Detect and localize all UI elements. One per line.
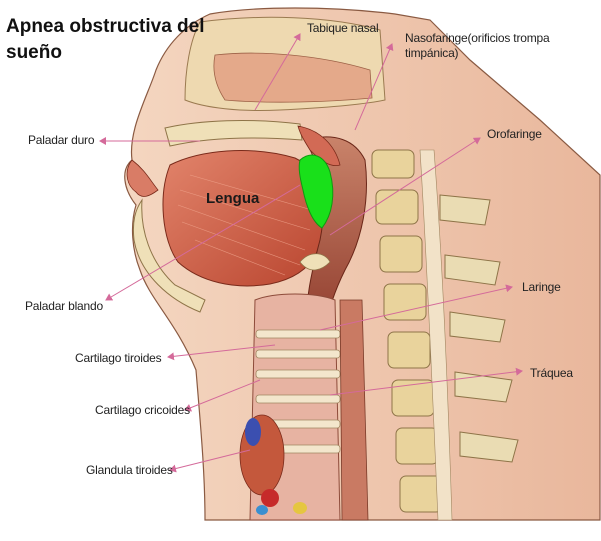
leader-glandula-tiroides xyxy=(169,449,251,473)
label-nasofaringe: Nasofaringe(orificios trompa timpánica) xyxy=(405,31,550,60)
leader-nasofaringe xyxy=(354,43,394,131)
airway-obstruction xyxy=(298,154,334,229)
spinal-cord xyxy=(419,149,453,521)
label-traquea: Tráquea xyxy=(530,366,573,380)
leader-paladar-blando xyxy=(105,184,301,301)
label-laringe: Laringe xyxy=(522,280,561,294)
leader-traquea xyxy=(329,367,523,396)
label-paladar-blando: Paladar blando xyxy=(25,299,103,313)
nasal-cavity xyxy=(213,52,373,103)
label-cartilago-cricoides: Cartilago cricoides xyxy=(95,403,190,417)
epiglottis xyxy=(299,253,331,271)
lips xyxy=(126,159,159,197)
vessel-red xyxy=(261,489,279,507)
esophagus xyxy=(339,299,369,521)
vessel-blue-small xyxy=(256,505,268,515)
cervical-spine xyxy=(371,149,443,513)
leader-laringe xyxy=(319,284,513,331)
leader-tabique xyxy=(254,33,301,111)
leader-cartilago-cricoides xyxy=(184,379,261,412)
soft-palate xyxy=(297,125,341,167)
leader-orofaringe xyxy=(329,137,481,236)
label-tabique-nasal: Tabique nasal xyxy=(307,21,379,35)
label-paladar-duro: Paladar duro xyxy=(28,133,95,147)
leader-lines xyxy=(99,33,523,473)
mandible xyxy=(132,198,206,313)
label-orofaringe: Orofaringe xyxy=(487,127,542,141)
leader-cartilago-tiroides xyxy=(167,344,276,361)
diagram-title: Apnea obstructiva del sueño xyxy=(6,16,205,63)
tongue-label: Lengua xyxy=(206,190,260,207)
vessel-yellow xyxy=(293,502,307,514)
tongue-fibers xyxy=(177,174,313,276)
label-glandula-tiroides: Glandula tiroides xyxy=(86,463,173,477)
spinal-processes xyxy=(439,194,519,463)
vein-blue xyxy=(245,418,261,446)
label-cartilago-tiroides: Cartilago tiroides xyxy=(75,351,162,365)
